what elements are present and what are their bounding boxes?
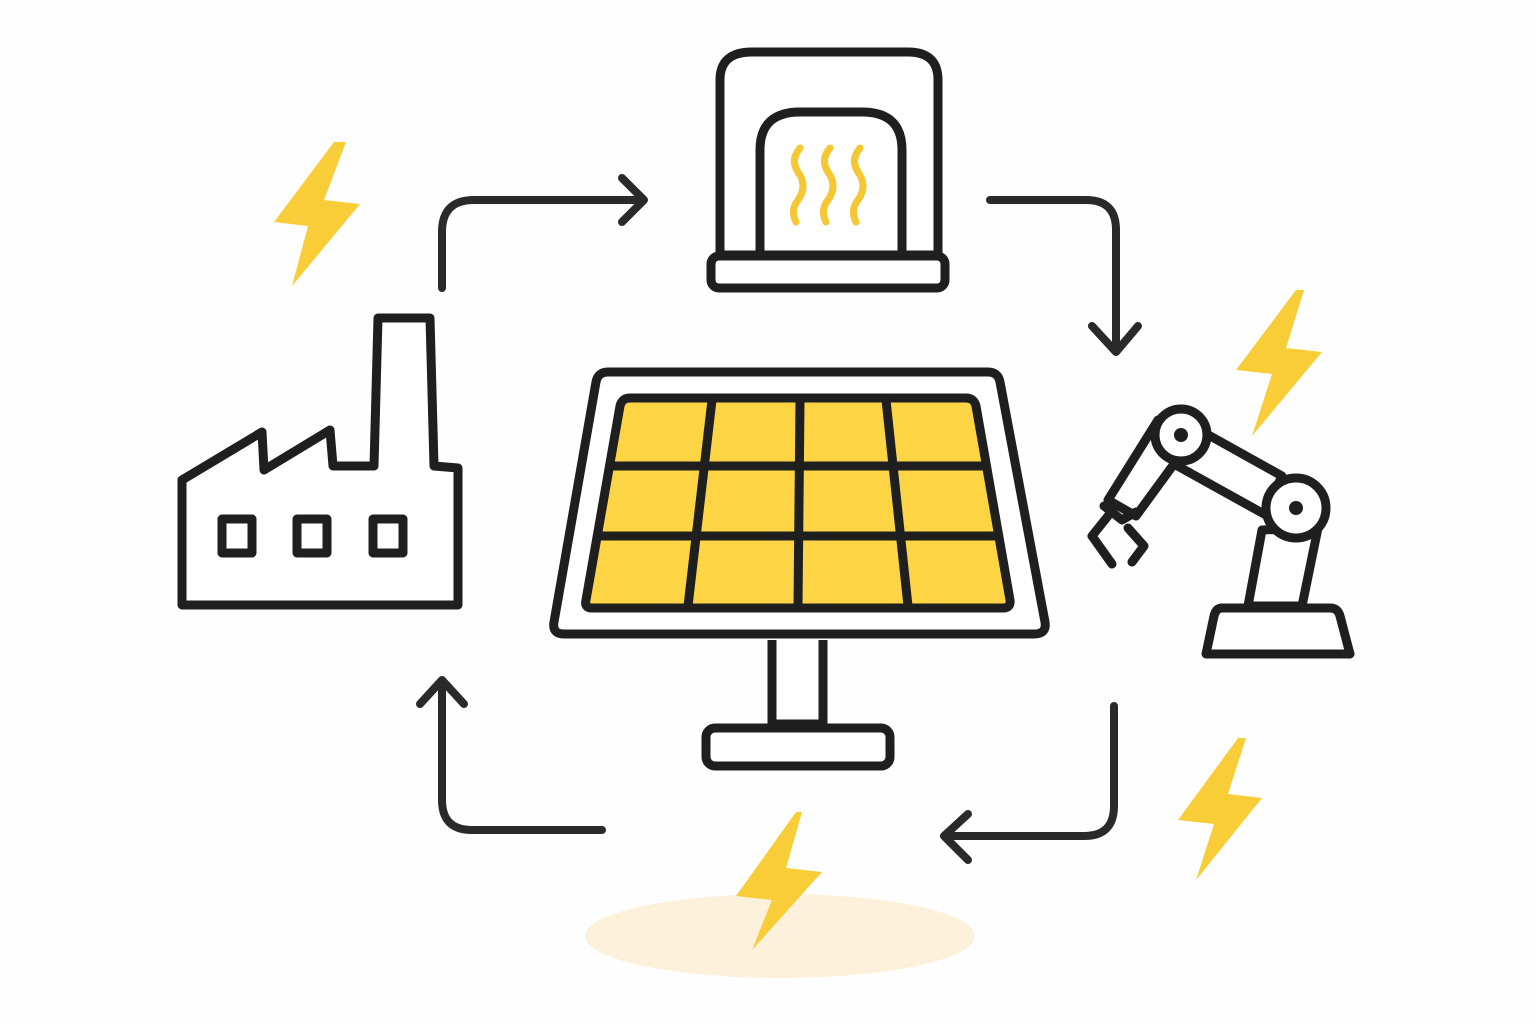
lightning-bolt-icon [736, 812, 822, 950]
flow-arrow-heater-to-robot [986, 196, 1142, 356]
heater-icon [706, 47, 950, 293]
factory-icon [177, 313, 463, 610]
lightning-bolt-icon [274, 142, 360, 286]
heat-waves [789, 144, 867, 226]
flow-arrow-robot-to-solar [940, 702, 1118, 864]
lightning-bolt-icon [1178, 738, 1262, 880]
lightning-bolt-icon [1236, 290, 1322, 436]
glow-shadow [585, 894, 975, 978]
robot-arm-icon [1087, 404, 1355, 659]
flow-arrow-solar-to-factory [416, 676, 606, 834]
flow-arrow-factory-to-heater [438, 174, 648, 292]
lightning-bolts [274, 142, 1322, 950]
solar-panel-icon [549, 367, 1050, 771]
